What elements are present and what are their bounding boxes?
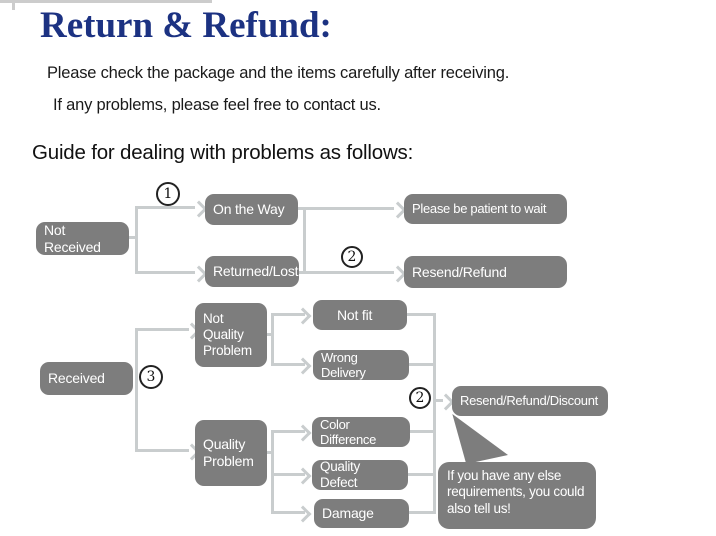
top-edge-line [0,0,212,3]
node-quality-defect: Quality Defect [312,459,408,490]
connector-qp-stub [267,451,274,454]
arrowhead-color-difference [294,424,312,442]
connector-s1-left-vertical [135,206,138,274]
connector-not-fit-line [271,313,305,316]
intro-line-2: If any problems, please feel free to con… [53,96,381,114]
connector-quality-defect-out [408,473,436,476]
node-damage: Damage [314,499,409,528]
node-resend-refund-discount: Resend/Refund/Discount [452,386,608,416]
arrowhead-quality-defect [294,467,312,485]
page-title: Return & Refund: [40,5,332,46]
connector-color-difference-out [410,430,436,433]
note-bubble-tail [452,414,508,464]
connector-s1-bottom-branch [135,271,195,274]
connector-damage-line [271,511,305,514]
guide-heading: Guide for dealing with problems as follo… [32,141,414,164]
node-resend-refund: Resend/Refund [404,256,567,288]
connector-s1-top-branch [135,206,195,209]
marker-step-1: 1 [156,182,180,206]
node-color-difference: Color Difference [312,417,410,447]
connector-s2-left-vertical [135,328,138,452]
connector-wait-line [298,207,394,210]
connector-not-fit-out [407,313,436,316]
note-bubble: If you have any else requirements, you c… [438,462,596,529]
connector-qp-line [135,449,189,452]
connector-collector-vertical [433,313,436,514]
node-not-received: Not Received [36,222,129,255]
arrowhead-damage [294,505,312,523]
intro-line-1: Please check the package and the items c… [47,64,510,82]
marker-step-2-top: 2 [341,246,363,268]
connector-wrong-delivery-line [271,363,305,366]
top-edge-tick [12,0,15,10]
connector-color-difference-line [271,430,305,433]
connector-nqp-vertical [271,313,274,366]
node-not-fit: Not fit [313,300,407,330]
connector-qp-vertical [271,430,274,514]
node-quality-problem: Quality Problem [195,420,267,486]
node-on-the-way: On the Way [205,194,298,225]
node-not-quality-problem: Not Quality Problem [195,303,267,367]
connector-nqp-line [135,328,189,331]
connector-outcome-line [436,399,443,402]
arrowhead-wrong-delivery [294,357,312,375]
connector-damage-out [409,511,436,514]
connector-quality-defect-line [271,473,305,476]
connector-nqp-stub [267,333,274,336]
connector-wrong-delivery-out [409,363,436,366]
node-wrong-delivery: Wrong Delivery [313,350,409,380]
connector-resend-line [299,271,394,274]
marker-step-3: 3 [139,365,163,389]
marker-step-2-bottom: 2 [409,387,431,409]
connector-s1-mid-vertical [303,207,306,274]
node-returned-lost: Returned/Lost [205,256,299,287]
node-received: Received [40,362,133,395]
connector-not-received-stub [129,236,137,239]
arrowhead-not-fit [294,307,312,325]
node-please-wait: Please be patient to wait [404,194,567,224]
